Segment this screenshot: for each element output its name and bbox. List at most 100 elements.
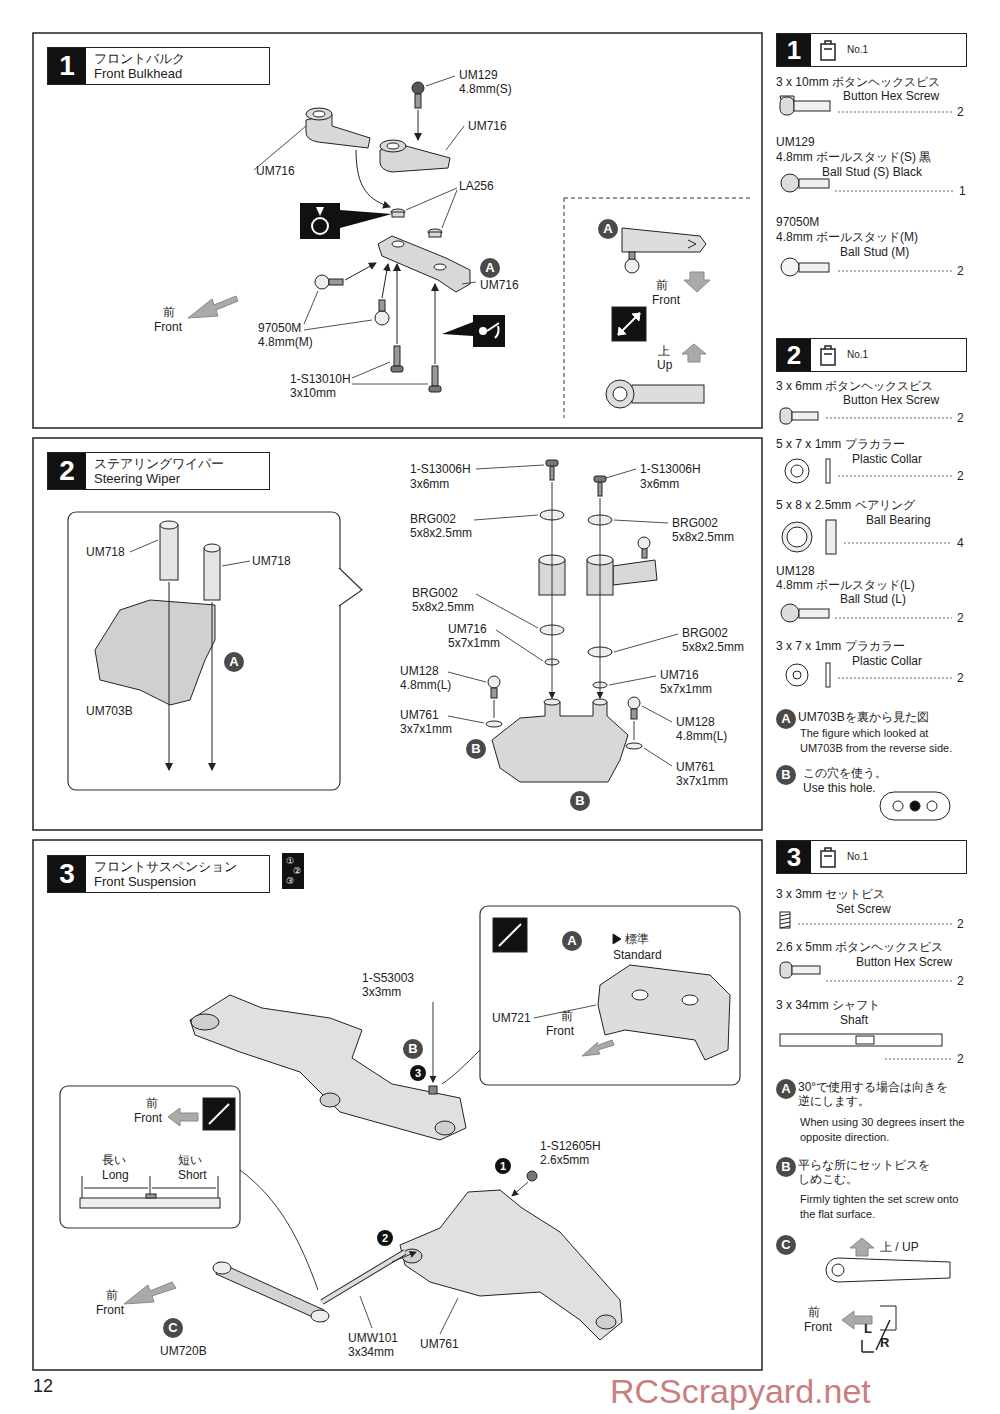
part-label: この穴を使う。 [803, 766, 887, 780]
title-line: Front Suspension [94, 874, 237, 889]
part-label: 3 x 34mm シャフト [776, 998, 880, 1012]
bulkhead-figure [204, 548, 220, 600]
callout-letter: A [224, 652, 244, 672]
callout-letter: A [562, 931, 582, 951]
part-label: 5x8x2.5mm [410, 526, 472, 540]
part-label: 5x7x1mm [448, 636, 500, 650]
part-label: UMW101 [348, 1331, 398, 1345]
steering-wiper-parts [491, 688, 497, 698]
side-mark: L [864, 1322, 872, 1336]
part-label: 前 [163, 305, 175, 319]
parts-icon [785, 459, 809, 483]
inset-frame [480, 906, 740, 1085]
assembly-arrows [397, 264, 398, 344]
assembly-arrows [435, 284, 436, 364]
callout-letter: A [776, 709, 796, 729]
part-label: 4.8mm ボールスタッド(L) [776, 578, 915, 592]
tool-icon [473, 315, 505, 347]
part-label: 5x8x2.5mm [412, 600, 474, 614]
part-label: UM761 [420, 1337, 459, 1351]
bulkhead-parts [432, 366, 438, 386]
bulkhead-parts [415, 94, 421, 108]
steering-wiper-parts [492, 702, 628, 782]
inset-figure [168, 1108, 198, 1126]
note-text: 30°で使用する場合は向きを 逆にします。 [798, 1080, 978, 1108]
assembly-arrows [240, 1170, 318, 1290]
parts-icon [799, 263, 829, 272]
part-label: 1-S12605H [540, 1139, 601, 1153]
note-text: When using 30 degrees insert the opposit… [800, 1115, 970, 1145]
suspension-arm [402, 1249, 422, 1263]
suspension-arm [596, 1315, 616, 1329]
step-order-badge: 3 [410, 1065, 426, 1081]
step-title: フロントサスペンションFront Suspension [94, 859, 237, 889]
part-label: 5 x 8 x 2.5mm ベアリング [776, 498, 915, 512]
steering-wiper-parts [598, 482, 602, 496]
inset-figure [598, 965, 730, 1060]
title-line: フロントバルク [94, 51, 185, 66]
part-label: UM128 [776, 564, 815, 578]
order-icon [282, 853, 304, 889]
callout-letter: A [480, 258, 500, 278]
suspension-arm [320, 1093, 340, 1107]
inset-frame [338, 570, 341, 604]
part-label: 2.6x5mm [540, 1153, 589, 1167]
part-label: 1 [959, 184, 966, 198]
steering-wiper-parts [550, 466, 554, 480]
steering-wiper-parts [593, 699, 607, 705]
steering-wiper-parts [642, 548, 647, 558]
part-label: 4.8mm(L) [400, 678, 451, 692]
part-label: 2 [957, 469, 964, 483]
assembly-arrows [634, 721, 635, 740]
part-label: 97050M [258, 321, 301, 335]
leader-line [360, 1005, 596, 1334]
part-label: 3x7x1mm [400, 722, 452, 736]
part-label: UM716 [448, 622, 487, 636]
part-label: BRG002 [410, 512, 456, 526]
part-label: Up [657, 358, 672, 372]
parts-icon [780, 97, 794, 115]
steering-wiper-parts [488, 676, 500, 688]
assembly-arrows [356, 150, 390, 207]
title-line: Front Bulkhead [94, 66, 185, 81]
inset-figure [622, 228, 706, 252]
inset-frame [60, 906, 740, 1228]
parts-icon [781, 604, 799, 622]
part-label: Front [652, 293, 680, 307]
leader-line [130, 465, 678, 766]
parts-icon [832, 1264, 844, 1276]
bulkhead-parts [380, 140, 406, 152]
part-label: 3 x 10mm ボタンヘックスビス [776, 75, 940, 89]
steering-wiper-parts [544, 699, 560, 705]
bulkhead-parts [434, 264, 446, 270]
part-label: Front [96, 1303, 124, 1317]
leader-line [476, 594, 678, 652]
parts-icon [780, 962, 792, 978]
watermark: RCScrapyard.net [610, 1372, 871, 1410]
shaft [322, 1252, 405, 1302]
leader-line [254, 126, 306, 170]
part-label: 1-S13006H [640, 462, 701, 476]
parts-icon [910, 801, 920, 811]
suspension-arm [190, 995, 466, 1140]
part-label: 2 [957, 264, 964, 278]
part-label: 2.6 x 5mm ボタンヘックスビス [776, 940, 943, 954]
assembly-arrows [552, 482, 553, 698]
inset-figure [606, 228, 710, 408]
step-number: 2 [777, 339, 811, 371]
part-label: Front [546, 1024, 574, 1038]
suspension-arm [429, 1086, 437, 1094]
part-label: 2 [957, 105, 964, 119]
callout-letter: C [776, 1235, 796, 1255]
bulkhead-parts [379, 300, 385, 311]
steering-wiper-parts [594, 476, 606, 482]
parts-icon [792, 966, 820, 974]
leader-line [462, 282, 476, 284]
part-label: 上 / UP [880, 1240, 919, 1254]
part-label: 3x10mm [290, 386, 336, 400]
part-label: 前 [106, 1288, 118, 1302]
bag-number: No.1 [847, 44, 868, 56]
side-mark: R [880, 1336, 889, 1350]
bulkhead-figure [204, 544, 220, 552]
steering-wiper-parts [486, 721, 502, 727]
